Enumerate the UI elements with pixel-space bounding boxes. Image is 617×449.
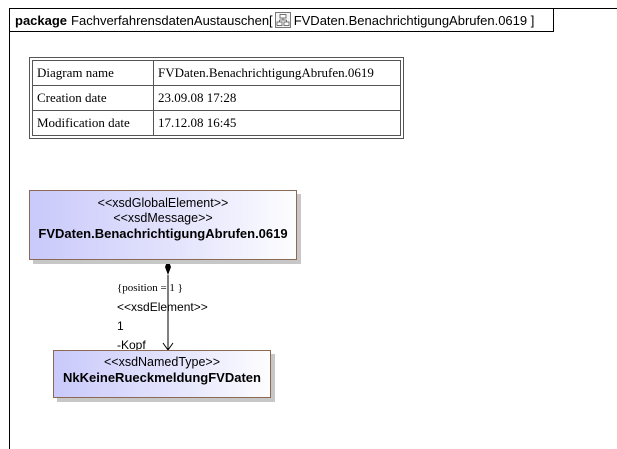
association-stereotype: <<xsdElement>> xyxy=(117,300,208,314)
element-stereotype-message: <<xsdMessage>> xyxy=(113,211,213,225)
info-value: 17.12.08 16:45 xyxy=(153,110,401,136)
element-class-name: FVDaten.BenachrichtigungAbrufen.0619 xyxy=(38,226,288,241)
package-frame xyxy=(9,8,617,449)
diagram-icon xyxy=(274,12,291,28)
info-value: 23.09.08 17:28 xyxy=(153,85,401,111)
association-role: -Kopf xyxy=(117,338,146,352)
element-class-box[interactable]: <<xsdGlobalElement>> <<xsdMessage>> FVDa… xyxy=(29,190,297,260)
table-row: Creation date 23.09.08 17:28 xyxy=(32,85,401,111)
diagram-info-table: Diagram name FVDaten.BenachrichtigungAbr… xyxy=(29,57,404,139)
package-keyword: package xyxy=(15,12,68,28)
type-stereotype: <<xsdNamedType>> xyxy=(103,355,221,369)
info-key: Diagram name xyxy=(32,60,154,86)
package-tab: package FachverfahrensdatenAustauschen[ … xyxy=(9,8,554,32)
diagram-reference: FVDaten.BenachrichtigungAbrufen.0619 ] xyxy=(293,12,535,28)
type-class-box[interactable]: <<xsdNamedType>> NkKeineRueckmeldungFVDa… xyxy=(53,350,271,398)
package-name: FachverfahrensdatenAustauschen[ xyxy=(71,12,273,28)
association-constraint: {position = 1 } xyxy=(117,282,183,294)
association-multiplicity: 1 xyxy=(117,319,124,333)
table-row: Modification date 17.12.08 16:45 xyxy=(32,110,401,136)
info-key: Modification date xyxy=(32,110,154,136)
association-labels: {position = 1 } <<xsdElement>> 1 -Kopf xyxy=(117,279,208,355)
table-row: Diagram name FVDaten.BenachrichtigungAbr… xyxy=(32,60,401,86)
element-stereotype-global: <<xsdGlobalElement>> xyxy=(97,196,229,210)
info-key: Creation date xyxy=(32,85,154,111)
type-class-name: NkKeineRueckmeldungFVDaten xyxy=(63,370,261,385)
info-value: FVDaten.BenachrichtigungAbrufen.0619 xyxy=(153,60,401,86)
